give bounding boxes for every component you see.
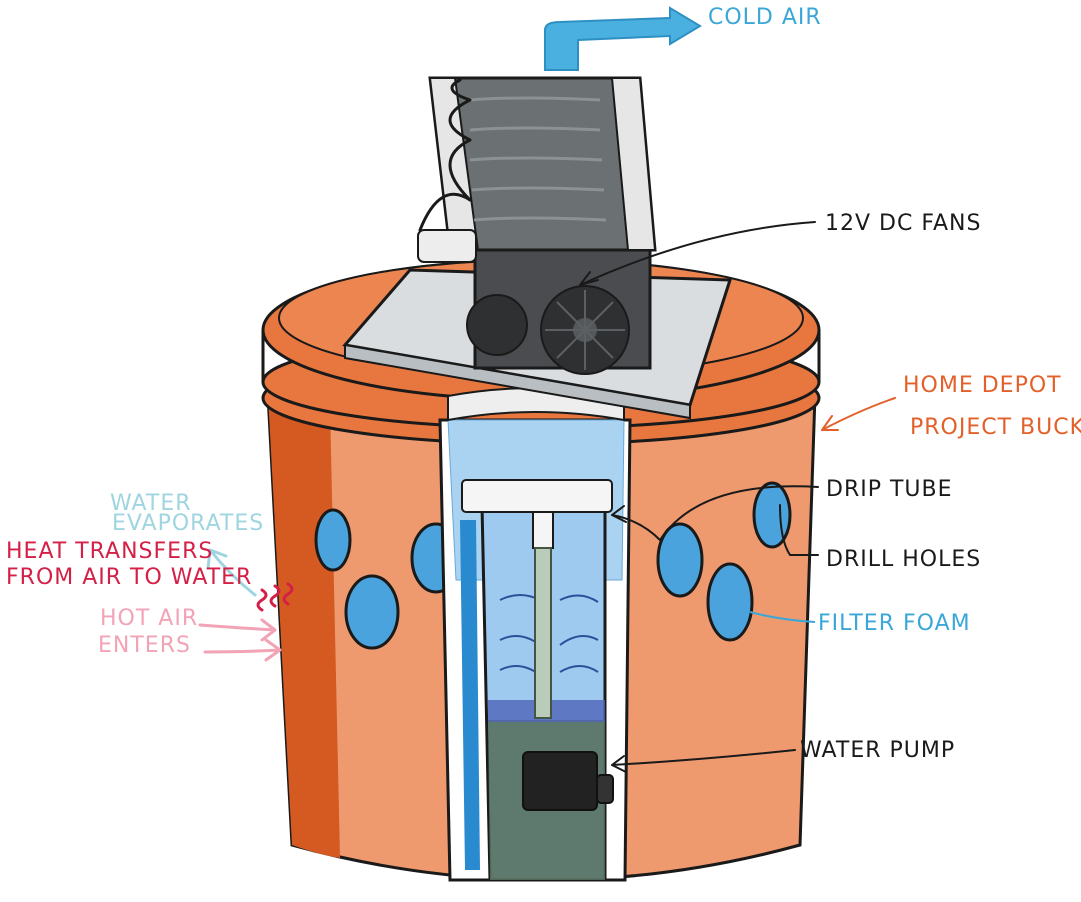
label-heat-line1: HEAT TRANSFERS bbox=[6, 539, 213, 564]
label-water-evap-line1: WATER bbox=[110, 491, 192, 516]
drill-hole bbox=[656, 522, 704, 598]
drip-tube bbox=[461, 479, 613, 513]
label-hot-air-line2: ENTERS bbox=[98, 633, 191, 658]
drill-hole bbox=[314, 508, 352, 572]
label-bucket-line2: PROJECT BUCKET bbox=[910, 415, 1081, 440]
drill-hole bbox=[752, 481, 792, 549]
label-filter-foam: FILTER FOAM bbox=[818, 611, 971, 636]
air-duct bbox=[417, 76, 657, 263]
label-water-pump: WATER PUMP bbox=[800, 738, 955, 763]
label-drip-tube: DRIP TUBE bbox=[826, 477, 953, 502]
label-fans: 12V DC FANS bbox=[825, 211, 981, 236]
drill-hole bbox=[706, 562, 754, 642]
leader-lines bbox=[198, 221, 896, 773]
fan bbox=[466, 294, 528, 356]
label-hot-air-line1: HOT AIR bbox=[100, 606, 198, 631]
cold-air-arrow bbox=[544, 6, 702, 71]
cutaway bbox=[438, 387, 632, 882]
label-water-evap-line2: EVAPORATES bbox=[112, 511, 264, 536]
label-drill-holes: DRILL HOLES bbox=[826, 547, 981, 572]
label-heat-line2: FROM AIR TO WATER bbox=[6, 565, 252, 590]
drill-hole bbox=[344, 574, 400, 650]
label-cold-air: COLD AIR bbox=[708, 5, 822, 30]
label-bucket-line1: HOME DEPOT bbox=[903, 373, 1062, 398]
water-pump bbox=[522, 751, 614, 811]
